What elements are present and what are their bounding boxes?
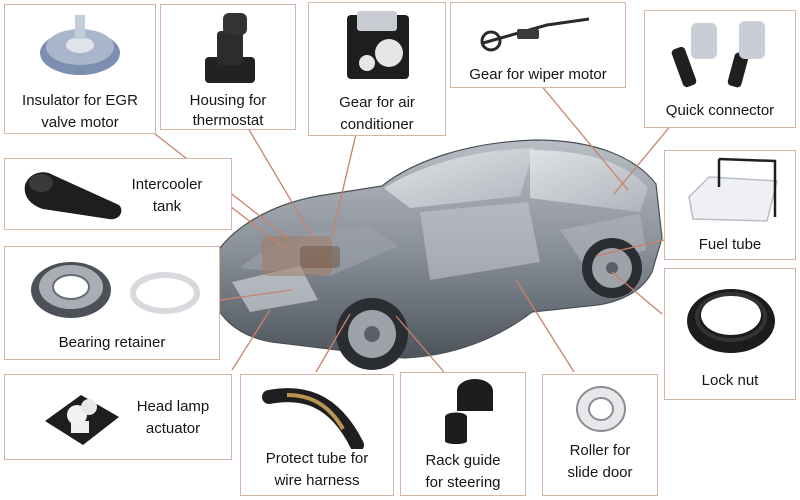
part-label-line1: Bearing retainer bbox=[58, 334, 166, 351]
quick-connector-icon bbox=[671, 21, 765, 88]
engine-bay bbox=[262, 236, 340, 276]
part-label-line1: Fuel tube bbox=[698, 236, 762, 253]
part-label-line1: Rack guide bbox=[425, 452, 501, 469]
ac-gear-icon bbox=[347, 11, 409, 79]
bearing-retainer-icon bbox=[31, 262, 200, 318]
part-card-gear-air-conditioner: Gear for air conditioner bbox=[308, 2, 446, 136]
part-label-line2: thermostat bbox=[192, 112, 264, 129]
part-card-gear-wiper-motor: Gear for wiper motor bbox=[450, 2, 626, 88]
intercooler-tank-icon bbox=[24, 172, 122, 220]
part-label-line1: Intercooler bbox=[131, 176, 203, 193]
part-card-head-lamp-actuator: Head lamp actuator bbox=[4, 374, 232, 460]
part-card-protect-tube-wire-harness: Protect tube for wire harness bbox=[240, 374, 394, 496]
part-card-lock-nut: Lock nut bbox=[664, 268, 796, 400]
part-label-line1: Insulator for EGR bbox=[22, 92, 138, 109]
slide-door-roller-icon bbox=[576, 386, 626, 432]
part-card-roller-slide-door: Roller for slide door bbox=[542, 374, 658, 496]
egr-insulator-icon bbox=[40, 15, 120, 75]
part-label-line2: actuator bbox=[145, 420, 201, 437]
protect-tube-icon bbox=[262, 388, 364, 449]
part-card-insulator-egr-valve-motor: Insulator for EGR valve motor bbox=[4, 4, 156, 134]
part-label-line1: Head lamp bbox=[136, 398, 210, 415]
wiper-gear-icon bbox=[480, 17, 590, 52]
head-lamp-actuator-icon bbox=[45, 395, 119, 445]
part-label-line1: Lock nut bbox=[701, 372, 759, 389]
part-label-line1: Roller for bbox=[569, 442, 631, 459]
part-label-line2: wire harness bbox=[274, 472, 360, 489]
part-label-line1: Protect tube for bbox=[265, 450, 369, 467]
part-label-line1: Housing for bbox=[189, 92, 267, 109]
part-card-bearing-retainer: Bearing retainer bbox=[4, 246, 220, 360]
lock-nut-icon bbox=[687, 289, 775, 353]
part-label-line2: conditioner bbox=[340, 116, 414, 133]
part-label-line2: for steering bbox=[425, 474, 501, 491]
rack-guide-icon bbox=[445, 379, 493, 444]
thermostat-housing-icon bbox=[205, 13, 255, 83]
car-wheel-front bbox=[336, 298, 408, 370]
part-card-rack-guide-steering: Rack guide for steering bbox=[400, 372, 526, 496]
car-wheel-rear bbox=[582, 238, 642, 298]
part-card-quick-connector: Quick connector bbox=[644, 10, 796, 128]
part-card-fuel-tube: Fuel tube bbox=[664, 150, 796, 260]
part-label-line2: slide door bbox=[567, 464, 633, 481]
part-card-intercooler-tank: Intercooler tank bbox=[4, 158, 232, 230]
part-label-line1: Gear for wiper motor bbox=[469, 66, 607, 83]
fuel-tube-icon bbox=[688, 157, 778, 222]
part-card-housing-thermostat: Housing for thermostat bbox=[160, 4, 296, 130]
part-label-line1: Quick connector bbox=[665, 102, 775, 119]
part-label-line2: tank bbox=[152, 198, 182, 215]
part-label-line2: valve motor bbox=[41, 114, 119, 131]
part-label-line1: Gear for air bbox=[339, 94, 415, 111]
